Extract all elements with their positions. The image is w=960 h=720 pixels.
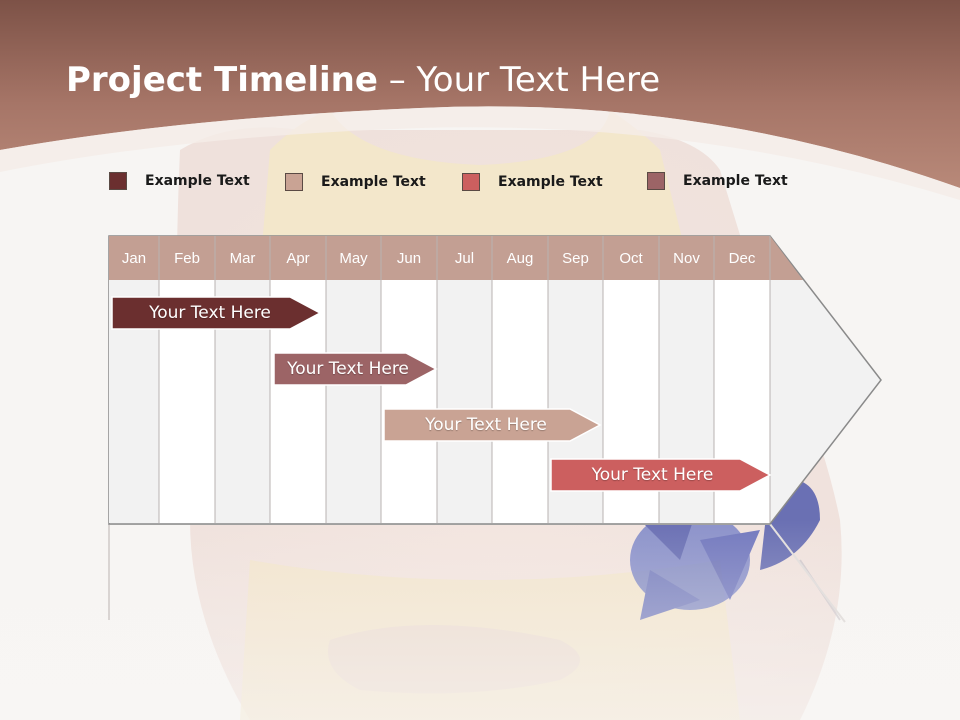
legend-swatch xyxy=(462,173,480,191)
month-label: Oct xyxy=(619,250,643,267)
legend-label: Example Text xyxy=(145,173,250,189)
task-label: Your Text Here xyxy=(425,415,547,435)
task-arrow-1 xyxy=(111,296,322,330)
legend-label: Example Text xyxy=(498,174,603,190)
month-label: Apr xyxy=(286,250,310,267)
month-label: Sep xyxy=(562,250,589,267)
legend-item: Example Text xyxy=(647,170,788,192)
legend-swatch xyxy=(647,172,665,190)
title-bold: Project Timeline xyxy=(66,60,378,100)
legend-label: Example Text xyxy=(321,174,426,190)
legend-label: Example Text xyxy=(683,173,788,189)
month-label: Feb xyxy=(174,250,200,267)
task-arrow-2 xyxy=(273,352,438,386)
header-band xyxy=(0,0,960,200)
month-label: Mar xyxy=(229,250,256,267)
month-header xyxy=(109,236,770,280)
title-rest: – Your Text Here xyxy=(377,60,661,100)
legend-item: Example Text xyxy=(462,171,603,193)
task-label: Your Text Here xyxy=(287,359,409,379)
month-label: Nov xyxy=(673,250,700,267)
legend-item: Example Text xyxy=(109,170,250,192)
month-label: Jul xyxy=(454,250,475,267)
month-label: Jun xyxy=(396,250,422,267)
task-arrow-4 xyxy=(550,458,772,492)
month-label: Jan xyxy=(121,250,147,267)
month-label: Dec xyxy=(728,250,756,267)
legend-swatch xyxy=(109,172,127,190)
legend-swatch xyxy=(285,173,303,191)
task-arrow-3 xyxy=(383,408,602,442)
task-label: Your Text Here xyxy=(149,303,271,323)
timeline-arrow-head xyxy=(770,236,803,280)
legend-item: Example Text xyxy=(285,171,426,193)
month-label: May xyxy=(339,250,368,267)
page-title: Project Timeline – Your Text Here xyxy=(66,60,660,100)
month-label: Aug xyxy=(506,250,534,267)
task-label: Your Text Here xyxy=(591,465,714,485)
